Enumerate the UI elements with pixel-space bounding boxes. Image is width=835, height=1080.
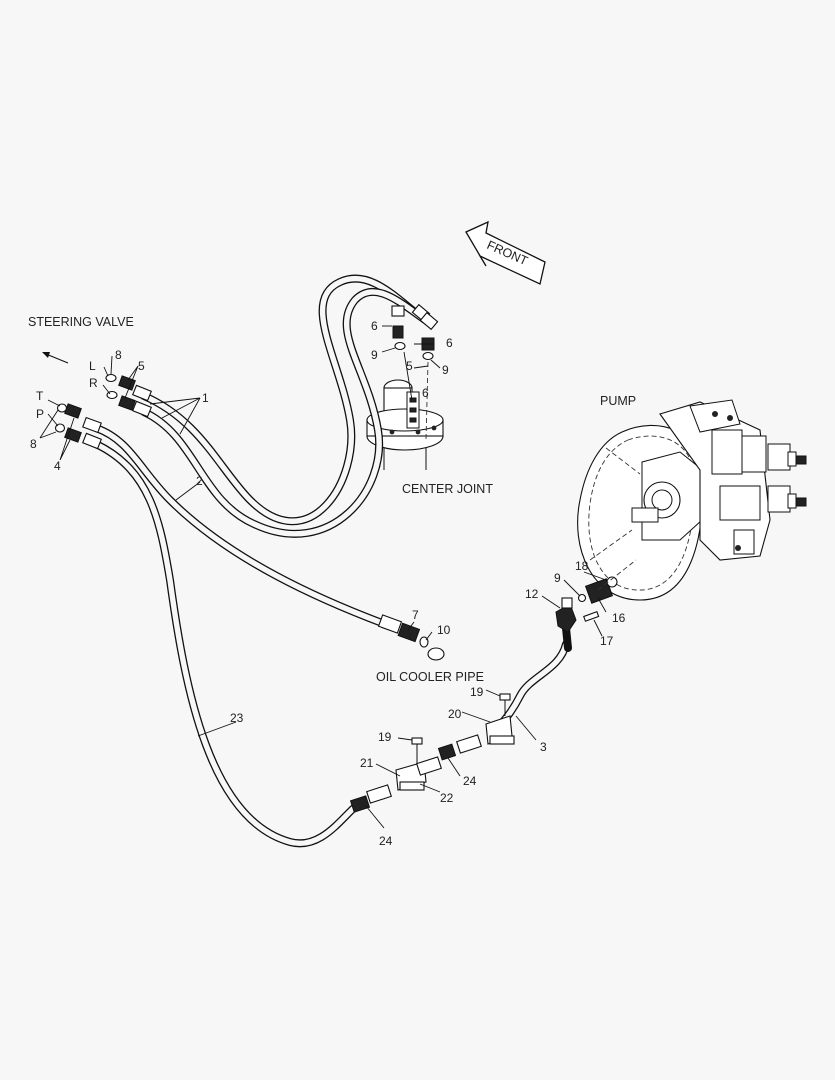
callout-22: 22 [440,791,454,805]
callout-9-right: 9 [442,363,449,377]
pump-caption: PUMP [600,394,636,408]
center-joint [366,379,444,470]
port-letter-t: T [36,389,44,403]
pump-outlet-fittings [555,559,637,633]
callout-12: 12 [525,587,539,601]
callout-2: 2 [196,474,203,488]
callout-6-mid: 6 [422,386,429,400]
callout-16: 16 [612,611,626,625]
callout-3: 3 [540,740,547,754]
front-arrow: FRONT [465,220,546,285]
callout-8-bottom: 8 [30,437,37,451]
callout-20: 20 [448,707,462,721]
port-letter-l: L [89,359,96,373]
callout-1: 1 [202,391,209,405]
callout-23: 23 [230,711,244,725]
callout-10: 10 [437,623,451,637]
callout-17: 17 [600,634,614,648]
steering-valve-caption: STEERING VALVE [28,315,134,329]
callout-7: 7 [412,608,419,622]
direction-arrow-icon [42,352,69,364]
callout-19-lower: 19 [378,730,392,744]
hose-1 [131,274,439,538]
center-joint-caption: CENTER JOINT [402,482,493,496]
callout-24-right: 24 [463,774,477,788]
lower-clamps [349,693,515,813]
callout-19-upper: 19 [470,685,484,699]
callout-18: 18 [575,559,589,573]
oil-cooler-fittings [377,614,445,661]
callout-9-left: 9 [371,348,378,362]
port-letter-p: P [36,407,44,421]
callout-5-center: 5 [406,359,413,373]
callout-5-left: 5 [138,359,145,373]
callout-4: 4 [54,459,61,473]
callout-9-pump: 9 [554,571,561,585]
callout-24-lower: 24 [379,834,393,848]
callout-21: 21 [360,756,374,770]
callout-6-left: 6 [371,319,378,333]
hose-23 [81,432,360,848]
leader-lines [39,325,607,829]
callout-6-right: 6 [446,336,453,350]
oil-cooler-pipe-caption: OIL COOLER PIPE [376,670,484,684]
steering-fittings [54,373,136,443]
pump [577,399,807,601]
port-letter-r: R [89,376,98,390]
hose-2 [82,416,394,630]
callout-8-top: 8 [115,348,122,362]
